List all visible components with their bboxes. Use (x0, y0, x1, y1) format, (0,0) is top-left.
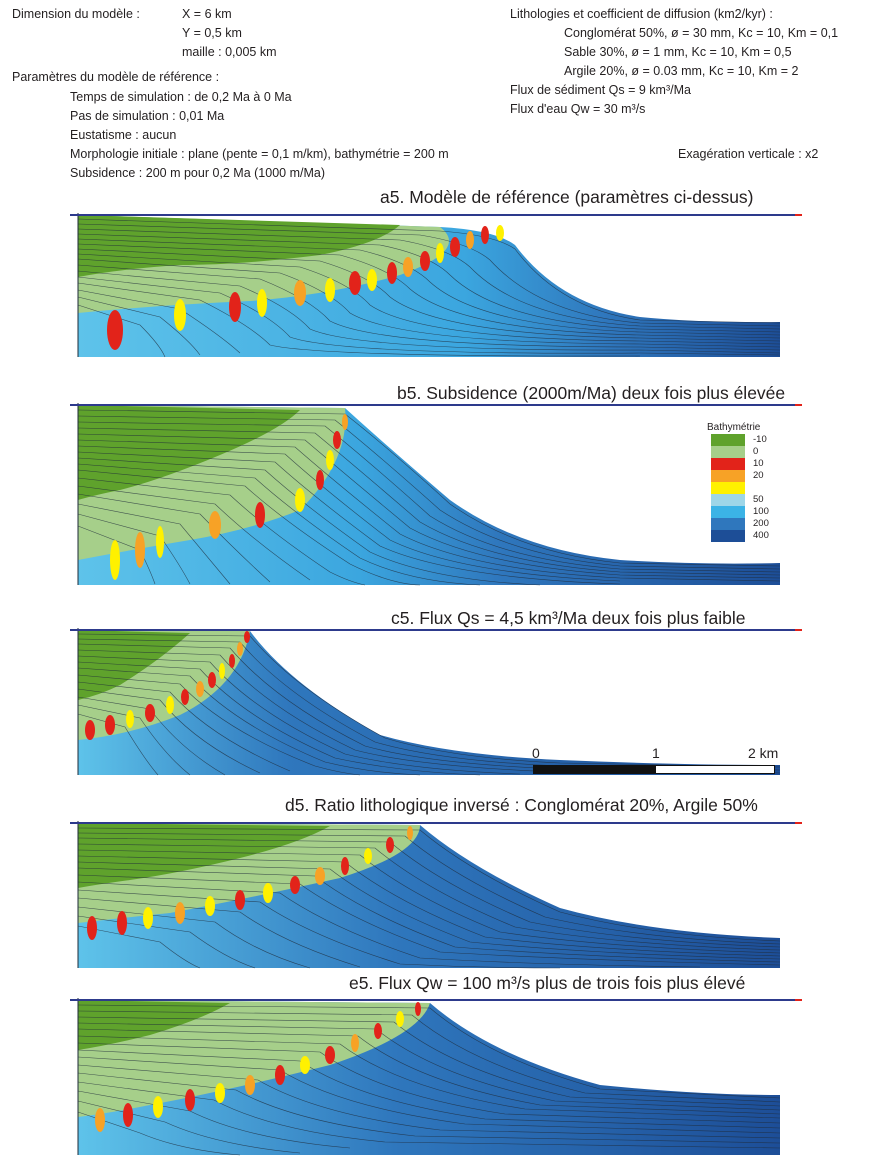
section-e5 (0, 995, 882, 1160)
scale-bar-black-segment (533, 765, 657, 774)
panel-title-a5: a5. Modèle de référence (paramètres ci-d… (380, 187, 754, 207)
legend-swatch (711, 446, 745, 458)
legend-item (707, 482, 787, 494)
legend-value: 200 (753, 518, 769, 529)
legend-item: 50 (707, 494, 787, 506)
legend-swatch (711, 530, 745, 542)
legend-value: 400 (753, 530, 769, 541)
reference-subsidence: Subsidence : 200 m pour 0,2 Ma (1000 m/M… (70, 166, 325, 180)
coastal-lenses-b5 (110, 414, 348, 580)
reference-pas: Pas de simulation : 0,01 Ma (70, 109, 225, 123)
legend-value: 0 (753, 446, 759, 457)
legend-swatch (711, 470, 745, 482)
scale-bar: 0 1 2 km (530, 745, 780, 785)
vertical-exaggeration: Exagération verticale : x2 (678, 147, 819, 161)
legend-item: 200 (707, 518, 787, 530)
legend-title: Bathymétrie (707, 422, 761, 433)
panel-title-d5: d5. Ratio lithologique inversé : Conglom… (285, 795, 758, 815)
coastal-lenses-c5 (85, 631, 250, 740)
clinoform-lines-c5 (77, 633, 781, 776)
stratigraphic-section-c5 (70, 628, 802, 776)
legend-item: 0 (707, 446, 787, 458)
lithologies-title: Lithologies et coefficient de diffusion … (510, 7, 773, 21)
stratigraphic-section-a5 (70, 213, 802, 358)
clinoform-lines-a5 (77, 218, 781, 358)
dimension-maille: maille : 0,005 km (182, 45, 277, 59)
dimension-y: Y = 0,5 km (182, 26, 242, 40)
legend-swatch (711, 482, 745, 494)
legend-value: 100 (753, 506, 769, 517)
scale-label-1: 1 (652, 745, 660, 761)
stratigraphic-section-d5 (70, 821, 802, 969)
legend-swatch (711, 434, 745, 446)
dimension-x: X = 6 km (182, 7, 232, 21)
legend-value: 50 (753, 494, 764, 505)
legend-swatch (711, 518, 745, 530)
lithology-sable: Sable 30%, ø = 1 mm, Kc = 10, Km = 0,5 (564, 45, 792, 59)
clinoform-lines-b5 (77, 409, 781, 586)
section-c5 (0, 625, 882, 780)
legend-swatch (711, 458, 745, 470)
reference-eustatisme: Eustatisme : aucun (70, 128, 177, 142)
flux-eau: Flux d'eau Qw = 30 m³/s (510, 102, 646, 116)
legend-item: 20 (707, 470, 787, 482)
coastal-lenses-d5 (87, 826, 413, 940)
stratigraphic-section-b5 (70, 403, 802, 586)
stratigraphic-section-e5 (70, 998, 802, 1156)
scale-bar-white-segment (655, 765, 775, 774)
legend-swatch (711, 506, 745, 518)
reference-morphologie: Morphologie initiale : plane (pente = 0,… (70, 147, 449, 161)
dimension-label: Dimension du modèle : (12, 7, 140, 21)
legend-item: -10 (707, 434, 787, 446)
legend-value: -10 (753, 434, 767, 445)
flux-sediment: Flux de sédiment Qs = 9 km³/Ma (510, 83, 691, 97)
panel-title-e5: e5. Flux Qw = 100 m³/s plus de trois foi… (349, 973, 746, 993)
coastal-lenses-e5 (95, 1002, 421, 1132)
lithology-argile: Argile 20%, ø = 0.03 mm, Kc = 10, Km = 2 (564, 64, 799, 78)
section-a5 (0, 205, 882, 365)
legend-item: 10 (707, 458, 787, 470)
legend-item: 400 (707, 530, 787, 542)
coastal-lenses-a5 (107, 225, 504, 350)
legend-value: 20 (753, 470, 764, 481)
scale-label-0: 0 (532, 745, 540, 761)
legend-item: 100 (707, 506, 787, 518)
reference-title: Paramètres du modèle de référence : (12, 70, 220, 84)
scale-label-2: 2 km (748, 745, 779, 761)
lithology-conglomerat: Conglomérat 50%, ø = 30 mm, Kc = 10, Km … (564, 26, 839, 40)
panel-title-b5: b5. Subsidence (2000m/Ma) deux fois plus… (397, 383, 786, 403)
legend-swatch (711, 494, 745, 506)
section-d5 (0, 818, 882, 973)
legend-value: 10 (753, 458, 764, 469)
section-b5 (0, 400, 882, 590)
reference-temps: Temps de simulation : de 0,2 Ma à 0 Ma (70, 90, 292, 104)
panel-title-c5: c5. Flux Qs = 4,5 km³/Ma deux fois plus … (391, 608, 746, 628)
clinoform-lines-d5 (77, 827, 781, 969)
